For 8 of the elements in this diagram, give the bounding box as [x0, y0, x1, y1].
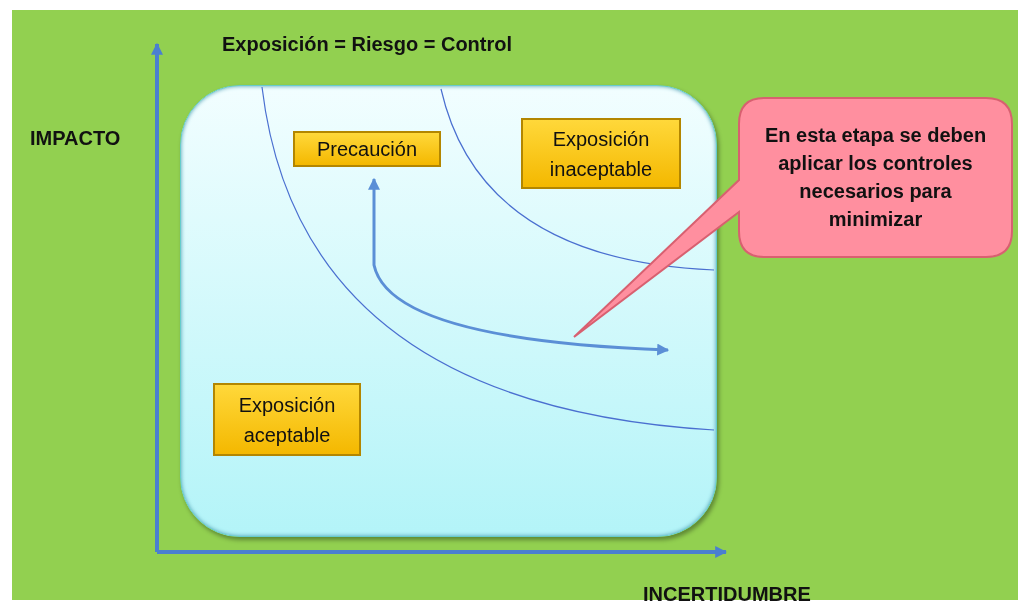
zone-label-box: Exposición inaceptable — [521, 118, 681, 189]
zone-label-box: Exposición aceptable — [213, 383, 361, 456]
diagram-title: Exposición = Riesgo = Control — [222, 33, 513, 56]
double-headed-arrow — [368, 177, 670, 356]
axis-title: INCERTIDUMBRE — [643, 583, 811, 605]
zone-label-box: Precaución — [293, 131, 441, 167]
axis-title: IMPACTO — [30, 127, 121, 150]
risk-panel — [180, 85, 717, 537]
